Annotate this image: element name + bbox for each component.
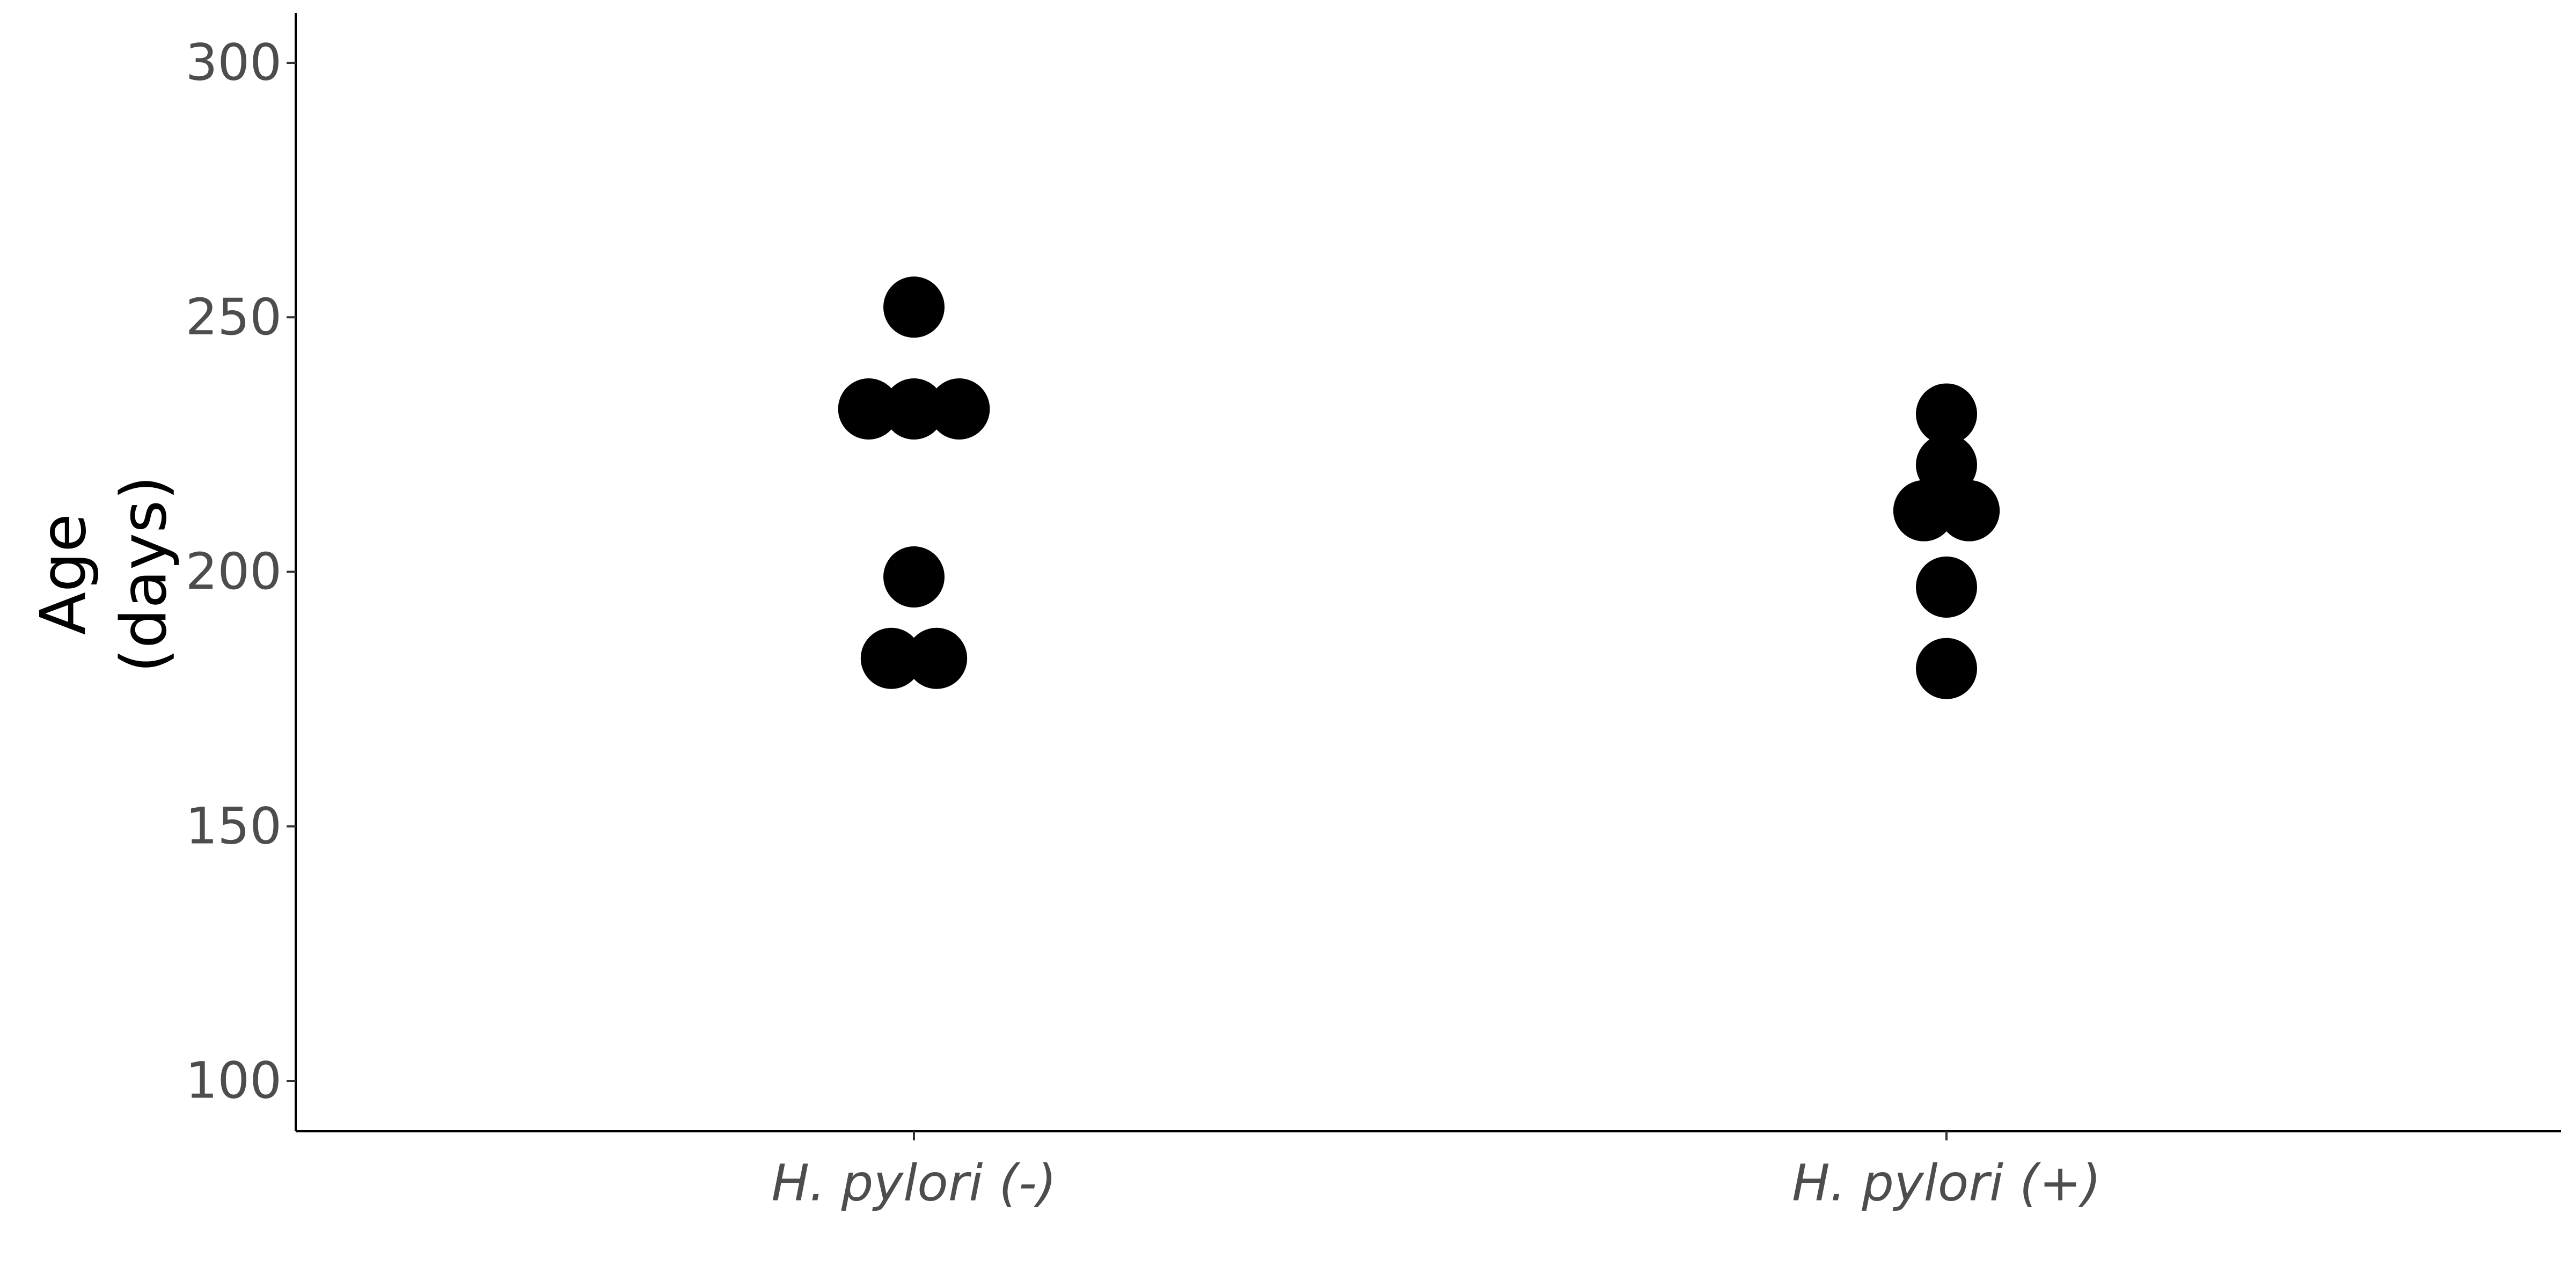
data-points [838,276,2000,699]
data-point [906,627,968,689]
data-point [928,378,990,440]
data-point [1916,383,1977,445]
data-point [883,546,945,608]
y-axis: 100 150 200 250 300 [186,13,297,1131]
y-tick-label: 100 [186,1052,282,1110]
data-point [1938,480,2000,541]
y-tick-label: 300 [186,34,282,92]
y-axis-title-line: (days) [107,475,181,672]
y-tick-label: 150 [186,797,282,855]
data-point [1916,434,1977,496]
y-axis-title: Age(days) [27,475,181,672]
data-point [838,378,899,440]
data-point [883,276,945,338]
y-tick-label: 250 [186,288,282,347]
data-point [1916,556,1977,618]
y-axis-title-text: Age(days) [27,475,181,672]
y-tick-label: 200 [186,543,282,601]
y-axis-title-line: Age [27,514,100,635]
data-point [1916,638,1977,699]
data-point [883,378,945,440]
x-tick-label: H. pylori (-) [771,1154,1056,1213]
x-tick-label: H. pylori (+) [1792,1154,2101,1213]
data-point [1893,480,1955,541]
data-point [860,627,922,689]
x-axis: H. pylori (-) H. pylori (+) [296,1130,2561,1213]
